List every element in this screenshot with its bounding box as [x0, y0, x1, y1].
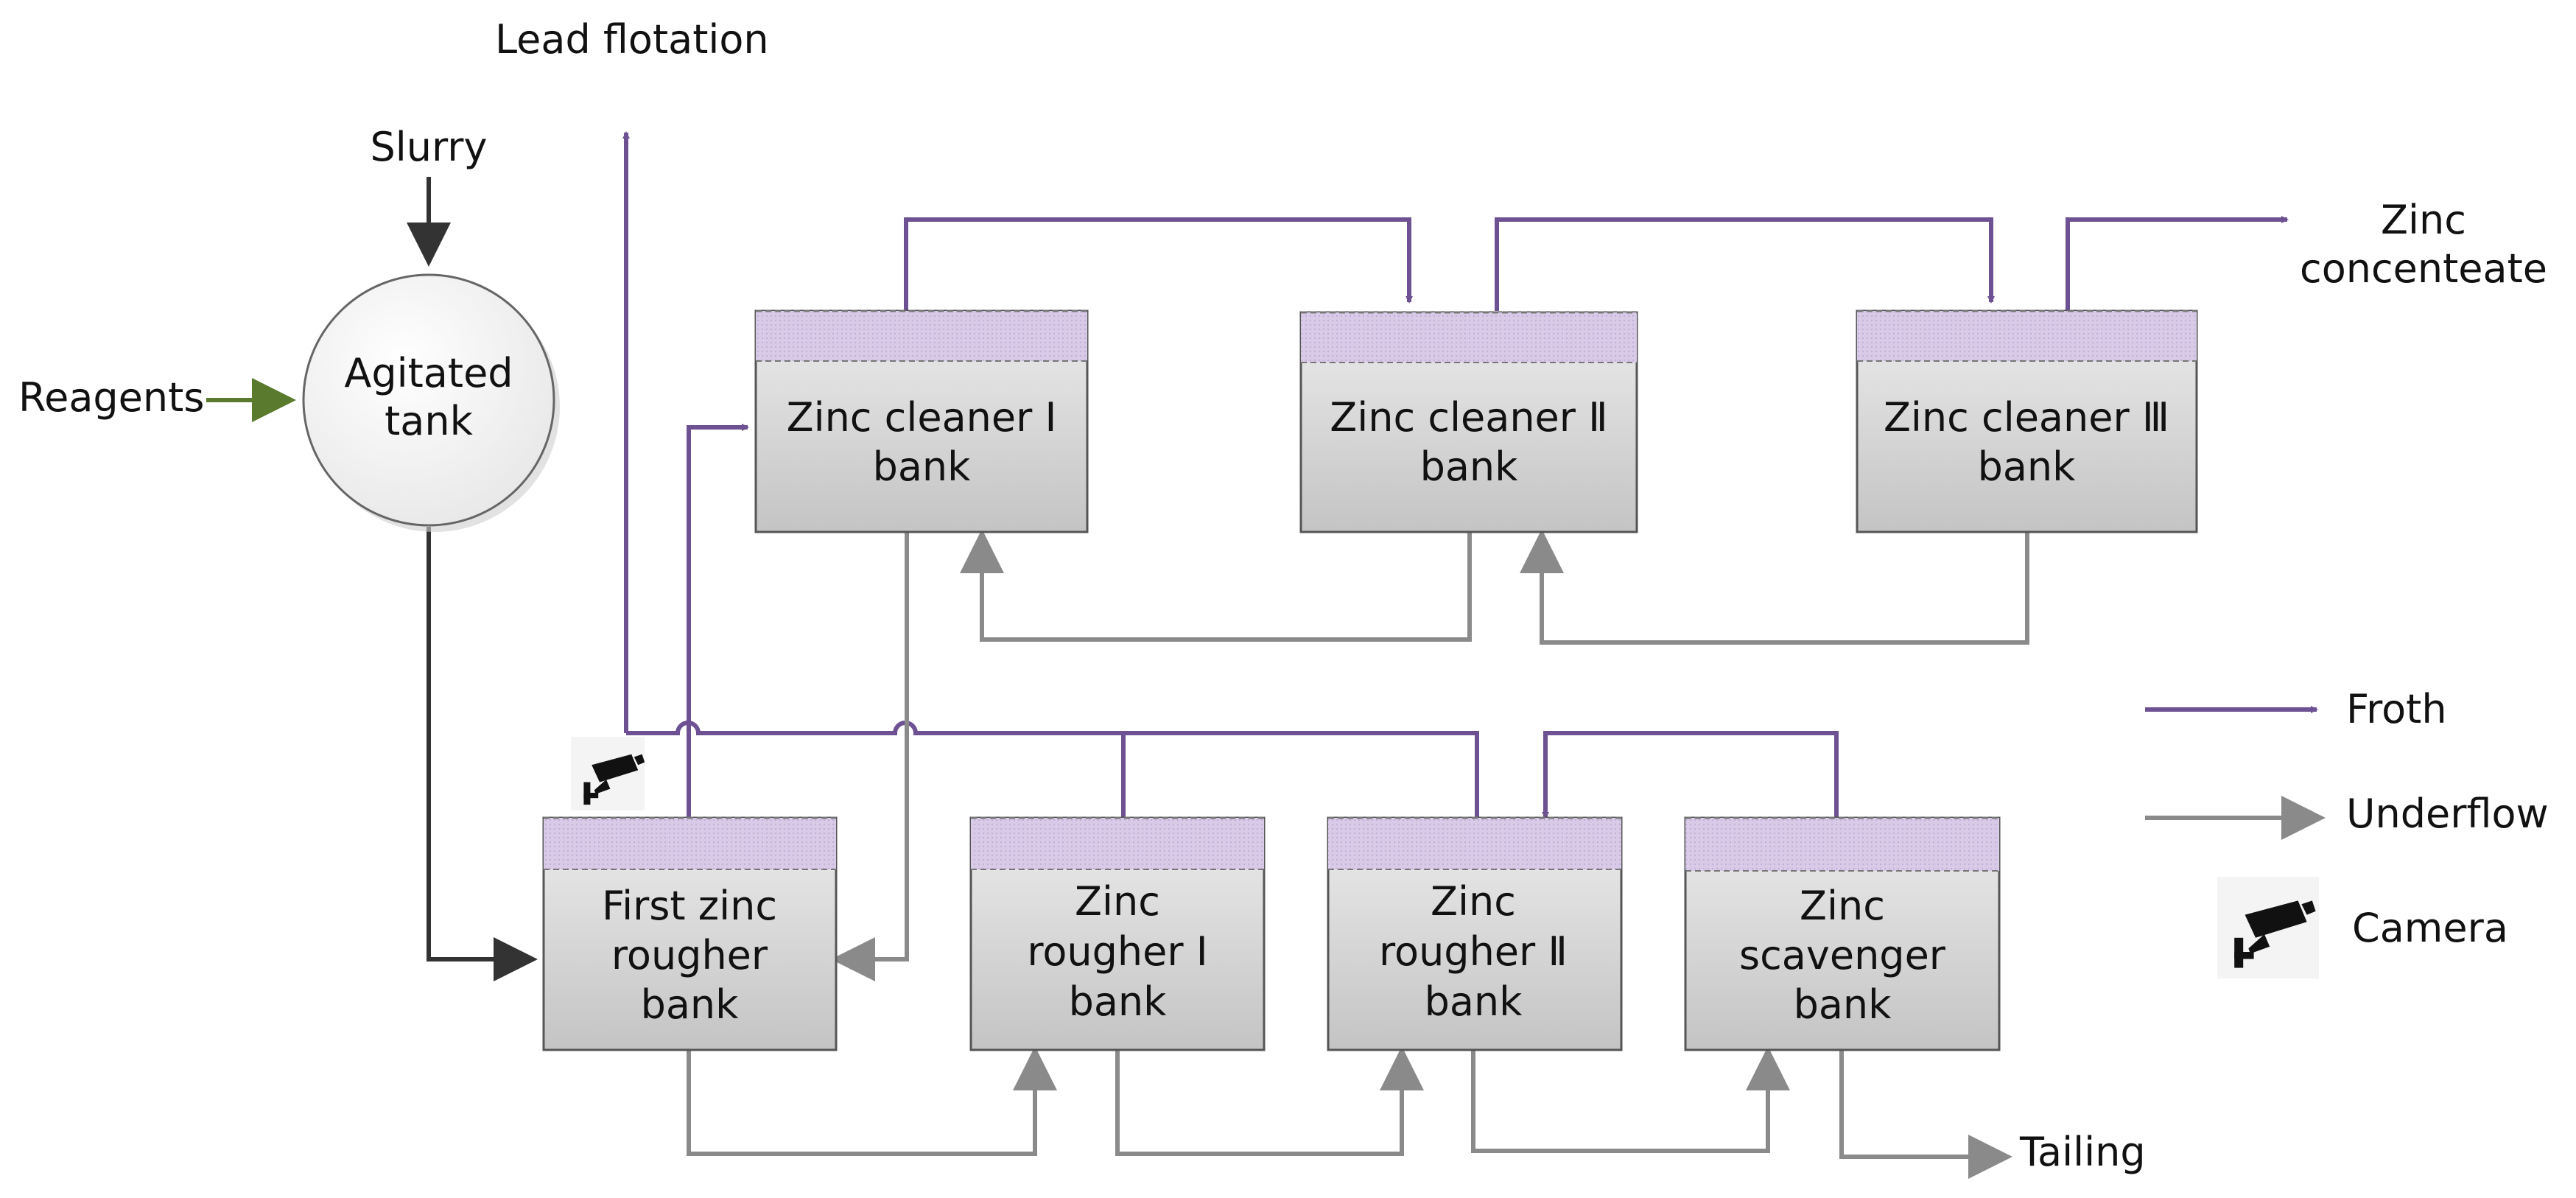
scavenger-froth-line [1542, 731, 1839, 819]
bank-label-line1: Zinc [1800, 883, 1885, 929]
bank-label-line1: Zinc cleaner Ⅰ [787, 394, 1057, 441]
cleaner1-froth-line [904, 217, 1413, 311]
tank-label-line2: tank [385, 398, 473, 444]
zinc-concentrate-label-line2: concenteate [2300, 245, 2547, 292]
bank-label-line3: bank [1425, 978, 1523, 1025]
bank-label-line1: Zinc cleaner Ⅲ [1884, 394, 2169, 441]
legend-underflow-label: Underflow [2346, 791, 2549, 837]
tank-label-line1: Agitated [344, 350, 513, 396]
rougher1-underflow-line [1115, 1046, 1424, 1156]
bank-label-line3: bank [1069, 978, 1168, 1025]
bank-zinc-cleaner-1: Zinc cleaner Ⅰ bank [754, 309, 1089, 533]
bank-zinc-scavenger: Zinc scavenger bank [1684, 816, 2001, 1051]
tank-to-rougher-line [427, 527, 538, 981]
bank-zinc-rougher-1: Zinc rougher Ⅰ bank [969, 816, 1266, 1051]
bank-label-line1: Zinc [1075, 878, 1160, 925]
legend-camera-icon [2217, 877, 2319, 978]
legend-froth-label: Froth [2346, 686, 2447, 732]
bank-zinc-cleaner-3: Zinc cleaner Ⅲ bank [1856, 309, 2198, 533]
cleaner1-underflow-line [831, 532, 909, 981]
bank-label-line1: First zinc [602, 883, 777, 929]
scavenger-underflow-line [1839, 1050, 2012, 1179]
bank-label-line2: bank [1978, 444, 2077, 490]
tailing-label: Tailing [2019, 1129, 2146, 1175]
bank-first-zinc-rougher: First zinc rougher bank [542, 816, 838, 1051]
cleaner3-underflow-line [1520, 529, 2029, 645]
bank-label-line2: scavenger [1739, 932, 1946, 978]
bank-zinc-rougher-2: Zinc rougher Ⅱ bank [1327, 816, 1623, 1051]
cleaner3-froth-line [2066, 216, 2289, 311]
bank-label-line3: bank [1794, 981, 1892, 1028]
rougher2-underflow-line [1471, 1046, 1790, 1153]
zinc-concentrate-label-line1: Zinc [2381, 197, 2466, 243]
bank-label-line2: rougher [611, 932, 768, 978]
bank-label-line2: bank [1420, 444, 1519, 490]
cleaner2-froth-line [1495, 217, 1995, 311]
rougher-froth-collector [626, 721, 1479, 818]
legend: Froth Underflow Camera [2145, 686, 2549, 978]
lead-flotation-label: Lead flotation [495, 16, 769, 63]
flow-lines [206, 131, 2289, 1179]
bank-zinc-cleaner-2: Zinc cleaner Ⅱ bank [1299, 311, 1638, 533]
bank-label-line1: Zinc cleaner Ⅱ [1330, 394, 1607, 441]
reagents-label: Reagents [18, 374, 204, 421]
bank-label-line2: bank [873, 444, 972, 490]
camera-icon [571, 737, 645, 810]
bank-label-line3: bank [641, 981, 740, 1028]
cleaner2-underflow-line [960, 529, 1472, 642]
bank-label-line2: rougher Ⅱ [1379, 928, 1568, 975]
bank-label-line2: rougher Ⅰ [1027, 928, 1207, 975]
bank-label-line1: Zinc [1431, 878, 1516, 925]
agitated-tank: Agitated tank [302, 273, 560, 532]
slurry-label: Slurry [371, 124, 488, 170]
legend-camera-label: Camera [2352, 905, 2508, 951]
first-rougher-underflow-line [687, 1046, 1057, 1156]
first-rougher-froth-line [687, 424, 749, 818]
